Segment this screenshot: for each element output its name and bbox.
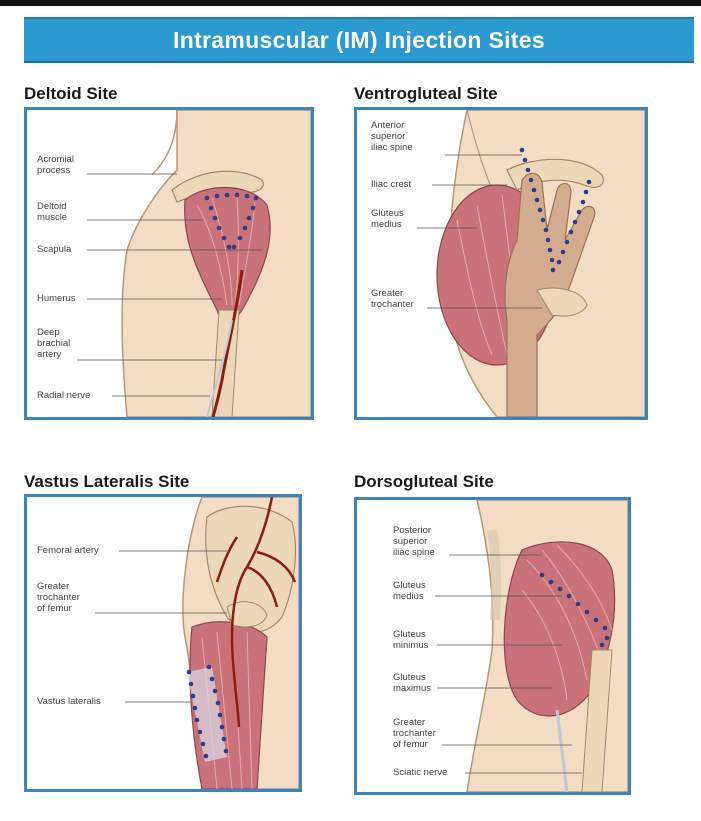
- label-gluteus-minimus: Gluteus minimus: [393, 629, 429, 651]
- label-greater-trochanter-of-femur: Greater trochanter of femur: [37, 581, 80, 614]
- injection-site-dots: [204, 192, 259, 250]
- label-scapula: Scapula: [37, 244, 72, 255]
- injection-site-dots: [186, 664, 229, 759]
- vastus-lateralis-illustration: [95, 497, 299, 789]
- label-deep-brachial-artery: Deep brachial artery: [37, 327, 71, 360]
- vastus-lateralis-panel: Femoral artery Greater trochanter of fem…: [24, 494, 302, 792]
- label-gluteus-medius: Gluteus medius: [371, 208, 404, 230]
- label-sciatic-nerve: Sciatic nerve: [393, 767, 448, 778]
- label-acromial-process: Acromial process: [37, 154, 74, 176]
- label-greater-trochanter: Greater trochanter: [371, 288, 414, 310]
- label-posterior-superior-iliac-spine: Posterior superior iliac spine: [393, 525, 435, 558]
- deltoid-illustration: [77, 110, 311, 417]
- label-gluteus-medius: Gluteus medius: [393, 580, 426, 602]
- label-gluteus-maximus: Gluteus maximus: [393, 672, 432, 694]
- label-iliac-crest: Iliac crest: [371, 179, 412, 190]
- dorsogluteal-title: Dorsogluteal Site: [354, 472, 494, 491]
- deltoid-title: Deltoid Site: [24, 84, 118, 103]
- deltoid-panel: Acromial process Deltoid muscle Scapula …: [24, 107, 314, 420]
- dorsogluteal-panel: Posterior superior iliac spine Gluteus m…: [354, 497, 631, 795]
- injection-site-dots: [539, 572, 610, 648]
- dorsogluteal-illustration: [435, 500, 628, 792]
- page-title: Intramuscular (IM) Injection Sites: [173, 26, 545, 53]
- injection-site-dots: [519, 147, 592, 273]
- ventrogluteal-illustration: [417, 110, 645, 417]
- label-deltoid-muscle: Deltoid muscle: [37, 201, 68, 223]
- top-border: [0, 0, 701, 6]
- label-femoral-artery: Femoral artery: [37, 545, 99, 556]
- vastus-lateralis-title: Vastus Lateralis Site: [24, 472, 190, 491]
- ventrogluteal-title: Ventrogluteal Site: [354, 84, 498, 103]
- label-radial-nerve: Radial nerve: [37, 390, 91, 401]
- label-vastus-lateralis: Vastus lateralis: [37, 696, 101, 707]
- label-humerus: Humerus: [37, 293, 76, 304]
- label-greater-trochanter-of-femur: Greater trochanter of femur: [393, 717, 436, 750]
- ventrogluteal-panel: Anterior superior iliac spine Iliac cres…: [354, 107, 648, 420]
- label-anterior-superior-iliac-spine: Anterior superior iliac spine: [371, 120, 413, 153]
- title-banner: Intramuscular (IM) Injection Sites: [24, 17, 694, 63]
